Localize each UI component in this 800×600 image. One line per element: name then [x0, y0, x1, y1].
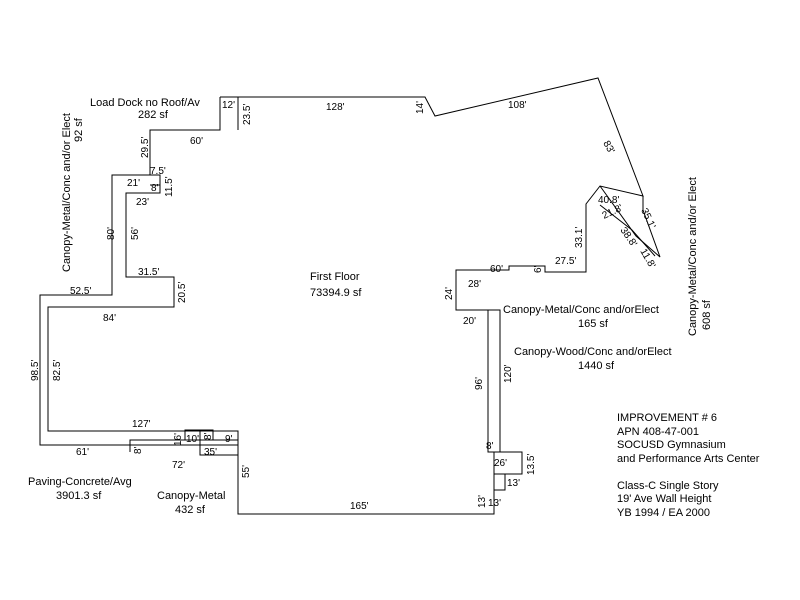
- canopy-metal-bottom-area: 432 sf: [175, 504, 206, 516]
- info-line: YB 1994 / EA 2000: [617, 507, 710, 519]
- dimension-label: 55': [241, 465, 252, 478]
- inner-outline-angled-inner: [599, 204, 656, 257]
- dimension-label: 28': [468, 279, 481, 290]
- dimension-label: 23.5': [242, 104, 253, 125]
- dimension-label: 98.5': [30, 360, 41, 381]
- inner-outline-bottom-right: [494, 473, 506, 490]
- dimension-label: 8': [486, 441, 494, 452]
- info-line: SOCUSD Gymnasium: [617, 439, 726, 451]
- inner-outline-left: [47, 174, 239, 455]
- dimension-label: 33.1': [574, 227, 585, 248]
- load-dock-area: 282 sf: [138, 109, 169, 121]
- info-line: APN 408-47-001: [617, 426, 699, 438]
- dimension-label: 8': [133, 446, 144, 454]
- canopy-wood-name: Canopy-Wood/Conc and/orElect: [514, 346, 672, 358]
- dimension-label: 29.5': [140, 137, 151, 158]
- dimension-label: 6': [533, 265, 544, 273]
- dimension-label: 26': [494, 458, 507, 469]
- info-line: Class-C Single Story: [617, 480, 719, 492]
- dimension-label: 11.5': [164, 176, 175, 197]
- dimension-label: 35.1': [638, 207, 657, 231]
- dimension-label: 82.5': [52, 360, 63, 381]
- dimension-label: 38.8': [618, 225, 639, 249]
- floor-name: First Floor: [310, 271, 360, 283]
- dimension-label: 14': [415, 101, 426, 114]
- dimension-label: 80': [106, 227, 117, 240]
- dimension-label: 128': [326, 102, 345, 113]
- dimension-label: 27.5': [555, 256, 576, 267]
- canopy-right-vertical-name: Canopy-Metal/Conc and/or Elect: [687, 177, 699, 336]
- dimension-label: 10': [186, 434, 199, 445]
- dimension-label: 31.5': [138, 267, 159, 278]
- dimension-label: 13.5': [526, 454, 537, 475]
- canopy-right-vertical-area: 608 sf: [701, 299, 713, 330]
- dimension-label: 35': [204, 447, 217, 458]
- inner-outline-angled-canopy: [599, 185, 661, 258]
- canopy-left-area: 92 sf: [73, 117, 85, 142]
- dimension-label: 83': [600, 139, 616, 156]
- canopy-wood-area: 1440 sf: [578, 360, 615, 372]
- dimension-label: 23': [136, 197, 149, 208]
- paving-name: Paving-Concrete/Avg: [28, 476, 132, 488]
- dimension-label: 13': [507, 478, 520, 489]
- dimension-label: 8': [151, 183, 159, 194]
- inner-outline-right-canopy: [455, 280, 488, 311]
- dimension-label: 60': [490, 264, 503, 275]
- dimension-label: 108': [508, 100, 527, 111]
- dimension-label: 40.8': [598, 195, 619, 206]
- dimension-label: 20': [463, 316, 476, 327]
- dimension-label: 11.8': [637, 247, 657, 270]
- dimension-label: 52.5': [70, 286, 91, 297]
- dimension-label: 7.5': [150, 166, 166, 177]
- floor-area: 73394.9 sf: [310, 287, 362, 299]
- dimension-label: 21': [127, 178, 140, 189]
- dimension-label: 120': [503, 364, 514, 383]
- improvement-info: IMPROVEMENT # 6 APN 408-47-001 SOCUSD Gy…: [617, 412, 760, 519]
- info-line: 19' Ave Wall Height: [617, 493, 711, 505]
- dimension-label: 13': [477, 495, 488, 508]
- canopy-metal-right-area: 165 sf: [578, 318, 609, 330]
- canopy-metal-right-name: Canopy-Metal/Conc and/orElect: [503, 304, 659, 316]
- dimension-label: 13': [488, 498, 501, 509]
- dimension-label: 9': [225, 434, 233, 445]
- dimension-label: 72': [172, 460, 185, 471]
- info-line: and Performance Arts Center: [617, 453, 760, 465]
- canopy-left-name: Canopy-Metal/Conc and/or Elect: [61, 113, 73, 272]
- info-line: IMPROVEMENT # 6: [617, 412, 717, 424]
- load-dock-name: Load Dock no Roof/Av: [90, 97, 200, 109]
- dimension-label: 20.5': [177, 282, 188, 303]
- inner-outline-bottom-boxes: [129, 429, 239, 456]
- dimension-label: 60': [190, 136, 203, 147]
- dimension-label: 24': [444, 287, 455, 300]
- dimension-label: 127': [132, 419, 151, 430]
- inner-outline-right-tall: [488, 309, 501, 452]
- dimension-label: 84': [103, 313, 116, 324]
- dimension-label: 56': [130, 227, 141, 240]
- dimension-label: 165': [350, 501, 369, 512]
- dimension-label: 96': [474, 377, 485, 390]
- paving-area: 3901.3 sf: [56, 490, 102, 502]
- building-outline: [39, 77, 644, 515]
- dimension-label: 61': [76, 447, 89, 458]
- dimension-label: 16': [173, 433, 184, 446]
- dimension-label: 12': [222, 100, 235, 111]
- canopy-metal-bottom-name: Canopy-Metal: [157, 490, 225, 502]
- dimension-label: 8': [203, 432, 214, 440]
